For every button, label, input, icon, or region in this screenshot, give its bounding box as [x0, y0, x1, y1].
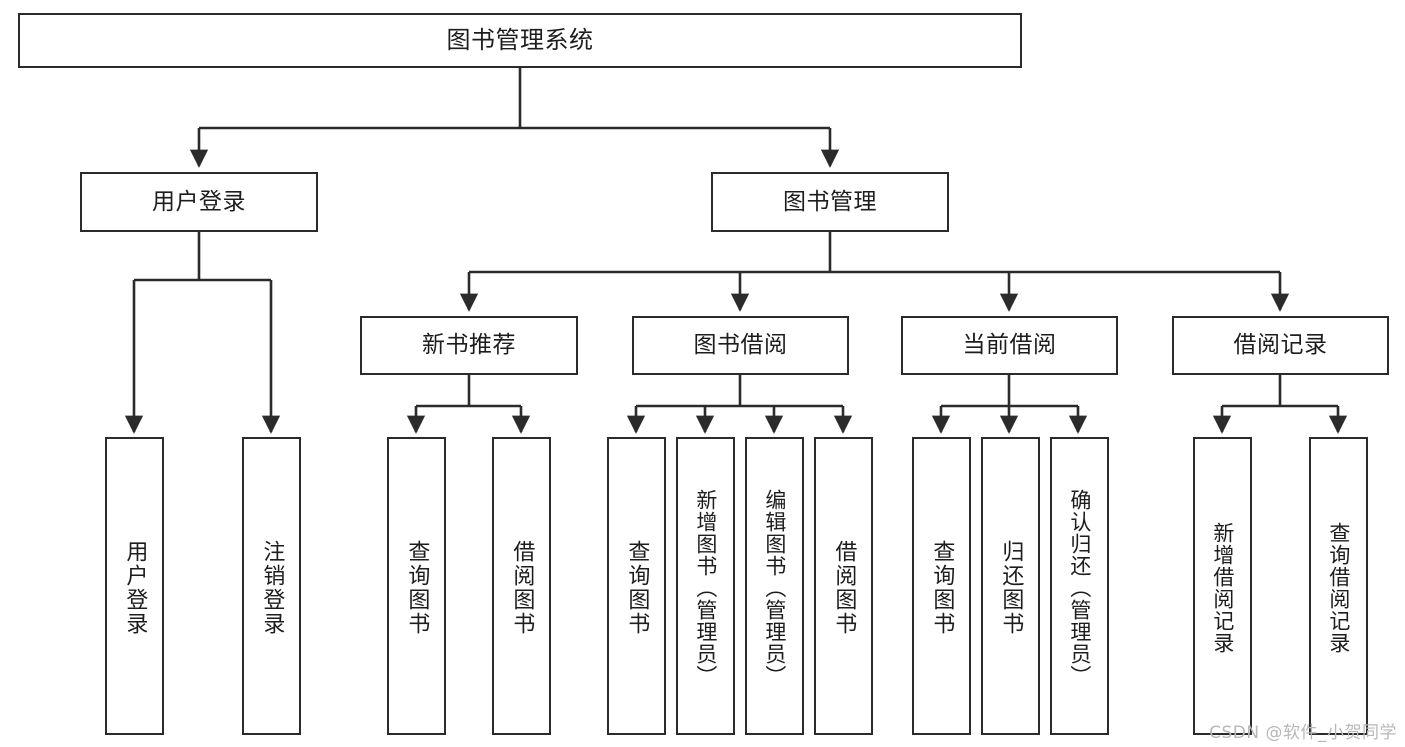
node-leaf-query-book-2-label: 查询图书	[624, 540, 650, 636]
node-book-manage-label: 图书管理	[783, 188, 877, 215]
node-book-manage[interactable]: 图书管理	[711, 172, 949, 232]
node-leaf-query-book-2[interactable]: 查询图书	[607, 437, 666, 735]
node-current-borrow[interactable]: 当前借阅	[901, 316, 1118, 375]
node-new-book-rec[interactable]: 新书推荐	[360, 316, 578, 375]
node-current-borrow-label: 当前借阅	[962, 332, 1057, 359]
watermark: CSDN @软件_小贺同学	[1209, 723, 1397, 743]
node-new-book-rec-label: 新书推荐	[422, 332, 516, 359]
node-book-borrow-label: 图书借阅	[693, 332, 788, 359]
node-user-login[interactable]: 用户登录	[80, 172, 318, 232]
node-leaf-query-book-3[interactable]: 查询图书	[912, 437, 971, 735]
node-leaf-add-record[interactable]: 新增借阅记录	[1193, 437, 1252, 735]
node-borrow-record[interactable]: 借阅记录	[1172, 316, 1389, 375]
node-leaf-add-book[interactable]: 新增图书（管理员）	[676, 437, 735, 735]
node-leaf-query-book-1[interactable]: 查询图书	[387, 437, 446, 735]
node-leaf-confirm-return[interactable]: 确认归还（管理员）	[1050, 437, 1109, 735]
node-root-label: 图书管理系统	[446, 25, 594, 54]
node-book-borrow[interactable]: 图书借阅	[632, 316, 849, 375]
node-leaf-borrow-book-1[interactable]: 借阅图书	[492, 437, 551, 735]
node-leaf-logout-label: 注销登录	[259, 540, 285, 636]
node-leaf-query-book-3-label: 查询图书	[929, 540, 955, 636]
node-leaf-borrow-book-1-label: 借阅图书	[509, 540, 535, 636]
node-leaf-query-book-1-label: 查询图书	[404, 540, 430, 636]
node-leaf-user-login-label: 用户登录	[122, 540, 148, 636]
node-leaf-edit-book[interactable]: 编辑图书（管理员）	[745, 437, 804, 735]
node-leaf-add-book-label: 新增图书（管理员）	[693, 489, 718, 687]
node-leaf-edit-book-label: 编辑图书（管理员）	[762, 489, 787, 687]
node-leaf-query-record-label: 查询借阅记录	[1326, 522, 1351, 654]
node-leaf-borrow-book-2[interactable]: 借阅图书	[814, 437, 873, 735]
node-borrow-record-label: 借阅记录	[1233, 332, 1328, 359]
node-leaf-return-book[interactable]: 归还图书	[981, 437, 1040, 735]
node-leaf-return-book-label: 归还图书	[998, 540, 1024, 636]
node-leaf-query-record[interactable]: 查询借阅记录	[1309, 437, 1368, 735]
node-leaf-borrow-book-2-label: 借阅图书	[831, 540, 857, 636]
node-leaf-confirm-return-label: 确认归还（管理员）	[1067, 489, 1092, 687]
node-user-login-label: 用户登录	[152, 188, 246, 215]
node-root[interactable]: 图书管理系统	[18, 13, 1022, 68]
node-leaf-add-record-label: 新增借阅记录	[1210, 522, 1235, 654]
node-leaf-user-login[interactable]: 用户登录	[105, 437, 164, 735]
node-leaf-logout[interactable]: 注销登录	[242, 437, 301, 735]
